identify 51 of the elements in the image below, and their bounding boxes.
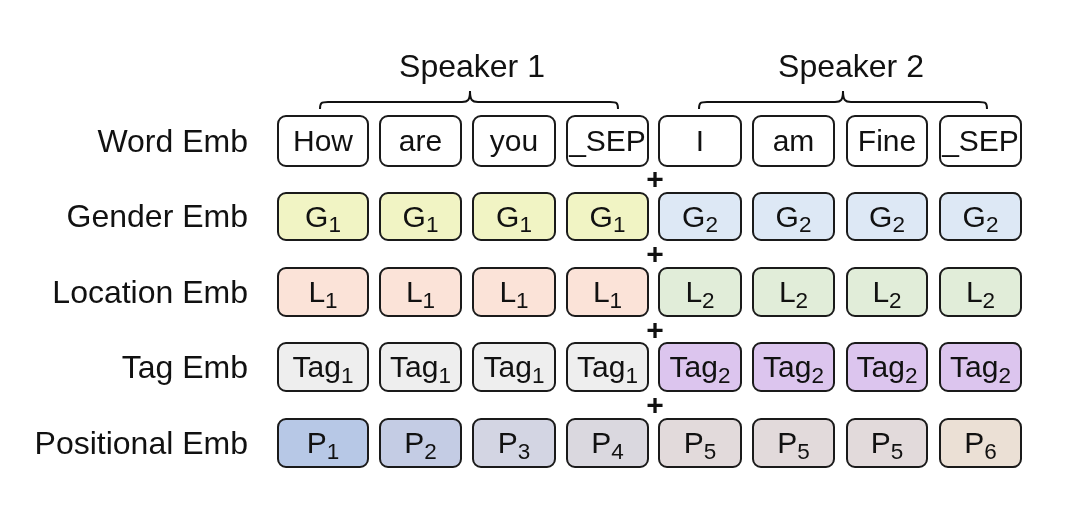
word-token-box: am: [752, 115, 835, 167]
embedding-box: L$_{1}$: [379, 267, 462, 317]
row-label: Gender Emb: [66, 197, 248, 235]
embedding-box: Tag$_{1}$: [379, 342, 462, 392]
embedding-box: G$_{2}$: [658, 192, 742, 241]
embedding-box: L$_{2}$: [752, 267, 835, 317]
embedding-box: G$_{1}$: [566, 192, 649, 241]
word-token-box: _SEP: [939, 115, 1022, 167]
speaker-label: Speaker 1: [399, 47, 545, 85]
embedding-box: L$_{1}$: [472, 267, 556, 317]
row-label: Word Emb: [97, 122, 248, 160]
word-token-box: How: [277, 115, 369, 167]
word-token-box: _SEP: [566, 115, 649, 167]
embedding-box: Tag$_{1}$: [566, 342, 649, 392]
word-token-box: are: [379, 115, 462, 167]
embedding-box: P$_{2}$: [379, 418, 462, 468]
embedding-box: P$_{3}$: [472, 418, 556, 468]
embedding-box: P$_{5}$: [752, 418, 835, 468]
plus-sign: +: [646, 395, 664, 415]
embedding-box: P$_{4}$: [566, 418, 649, 468]
embedding-box: Tag$_{2}$: [658, 342, 742, 392]
embedding-box: Tag$_{2}$: [939, 342, 1022, 392]
embedding-box: G$_{1}$: [379, 192, 462, 241]
embedding-box: Tag$_{1}$: [277, 342, 369, 392]
embedding-box: Tag$_{1}$: [472, 342, 556, 392]
embedding-box: G$_{1}$: [277, 192, 369, 241]
embedding-box: P$_{5}$: [846, 418, 928, 468]
embedding-box: P$_{6}$: [939, 418, 1022, 468]
embedding-box: Tag$_{2}$: [752, 342, 835, 392]
row-label: Positional Emb: [34, 424, 248, 462]
word-token-box: you: [472, 115, 556, 167]
embedding-box: L$_{2}$: [939, 267, 1022, 317]
embedding-box: L$_{2}$: [658, 267, 742, 317]
embedding-box: G$_{2}$: [939, 192, 1022, 241]
embedding-box: G$_{2}$: [752, 192, 835, 241]
embedding-box: Tag$_{2}$: [846, 342, 928, 392]
word-token-box: I: [658, 115, 742, 167]
word-token-box: Fine: [846, 115, 928, 167]
embedding-box: P$_{5}$: [658, 418, 742, 468]
speaker-label: Speaker 2: [778, 47, 924, 85]
embedding-box: G$_{2}$: [846, 192, 928, 241]
embedding-box: L$_{1}$: [277, 267, 369, 317]
embedding-box: L$_{1}$: [566, 267, 649, 317]
row-label: Location Emb: [52, 273, 248, 311]
plus-sign: +: [646, 169, 664, 189]
embedding-box: P$_{1}$: [277, 418, 369, 468]
embedding-box: L$_{2}$: [846, 267, 928, 317]
plus-sign: +: [646, 244, 664, 264]
plus-sign: +: [646, 320, 664, 340]
embedding-box: G$_{1}$: [472, 192, 556, 241]
row-label: Tag Emb: [121, 348, 248, 386]
